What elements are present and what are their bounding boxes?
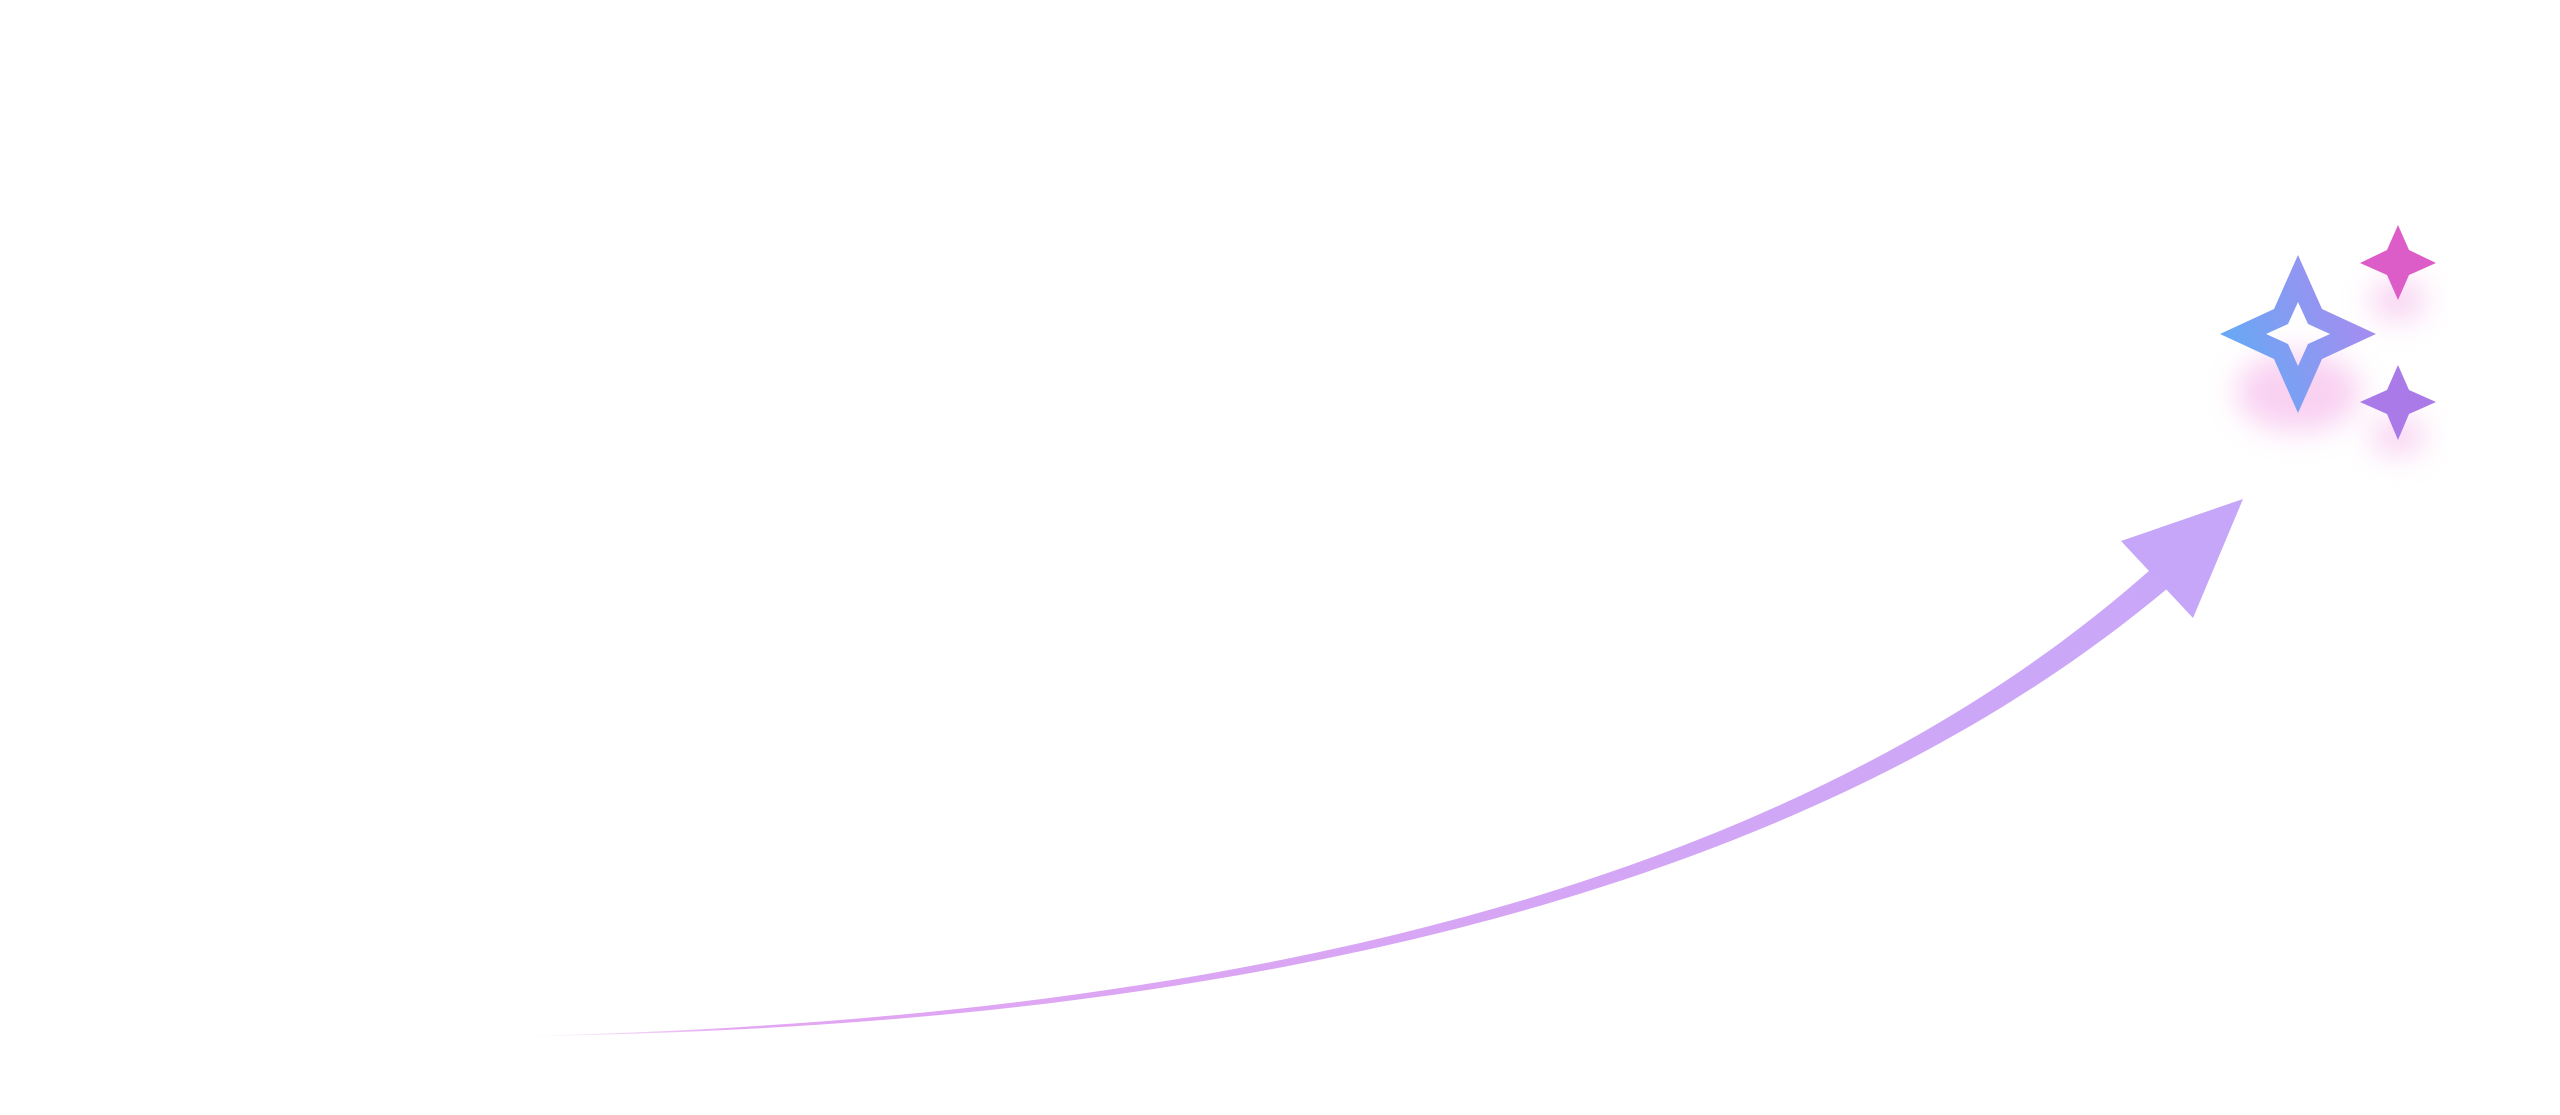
arrow-head-icon [2121, 499, 2243, 618]
small-sparkle-purple-icon [2360, 365, 2436, 440]
curved-arrow-shaft [520, 570, 2168, 1036]
small-sparkle-pink-icon [2360, 225, 2436, 300]
large-sparkle-icon [2220, 255, 2376, 413]
